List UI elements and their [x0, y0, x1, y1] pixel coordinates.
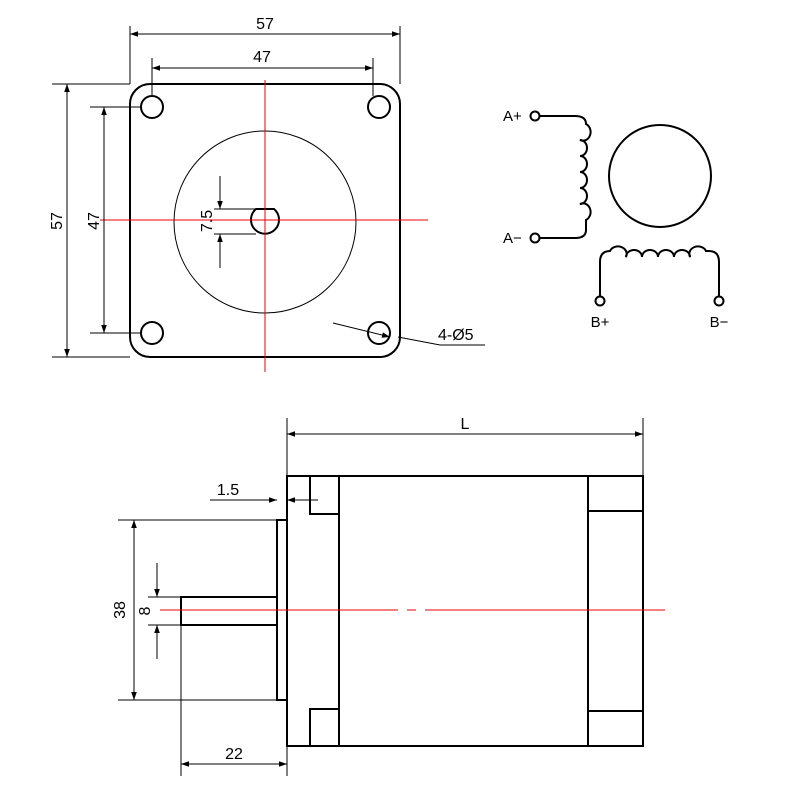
- label-a-plus: A+: [503, 108, 522, 125]
- rotor-symbol: [608, 124, 712, 228]
- mounting-hole-bottom-left: [140, 321, 164, 345]
- motor-body: [286, 475, 644, 747]
- wiring-diagram: A+ A− B+ B−: [503, 108, 729, 331]
- label-b-plus: B+: [591, 314, 610, 331]
- dim-length: L: [461, 416, 470, 433]
- dim-overall-height: 57: [49, 212, 66, 230]
- label-b-minus: B−: [710, 314, 729, 331]
- coil-a: [540, 115, 592, 239]
- front-view: 57 47 57 47 7.5 4-Ø5: [49, 16, 485, 372]
- terminal-a-minus: [529, 232, 541, 244]
- mounting-hole-top-right: [367, 95, 391, 119]
- dim-overall-width: 57: [256, 16, 274, 33]
- dim-shaft-diameter: 8: [137, 606, 154, 615]
- shaft-end-with-flat: [250, 208, 280, 235]
- side-view: L 1.5 38 8 22: [112, 416, 665, 776]
- dim-shaft-flat: 7.5: [199, 210, 216, 232]
- terminal-a-plus: [529, 110, 541, 122]
- mounting-hole-bottom-right: [367, 321, 391, 345]
- label-a-minus: A−: [503, 230, 522, 247]
- dim-shaft-length: 22: [225, 746, 243, 763]
- coil-b: [599, 245, 720, 296]
- terminal-b-plus: [594, 295, 606, 307]
- dim-boss-height: 1.5: [217, 482, 239, 499]
- hole-callout: 4-Ø5: [438, 327, 474, 344]
- mounting-hole-top-left: [140, 95, 164, 119]
- dim-boss-diameter: 38: [112, 601, 129, 619]
- dim-hole-spacing-height: 47: [86, 212, 103, 230]
- hole-callout-leader: [332, 322, 391, 338]
- shaft: [180, 596, 278, 626]
- terminal-b-minus: [713, 295, 725, 307]
- dim-hole-spacing-width: 47: [253, 49, 271, 66]
